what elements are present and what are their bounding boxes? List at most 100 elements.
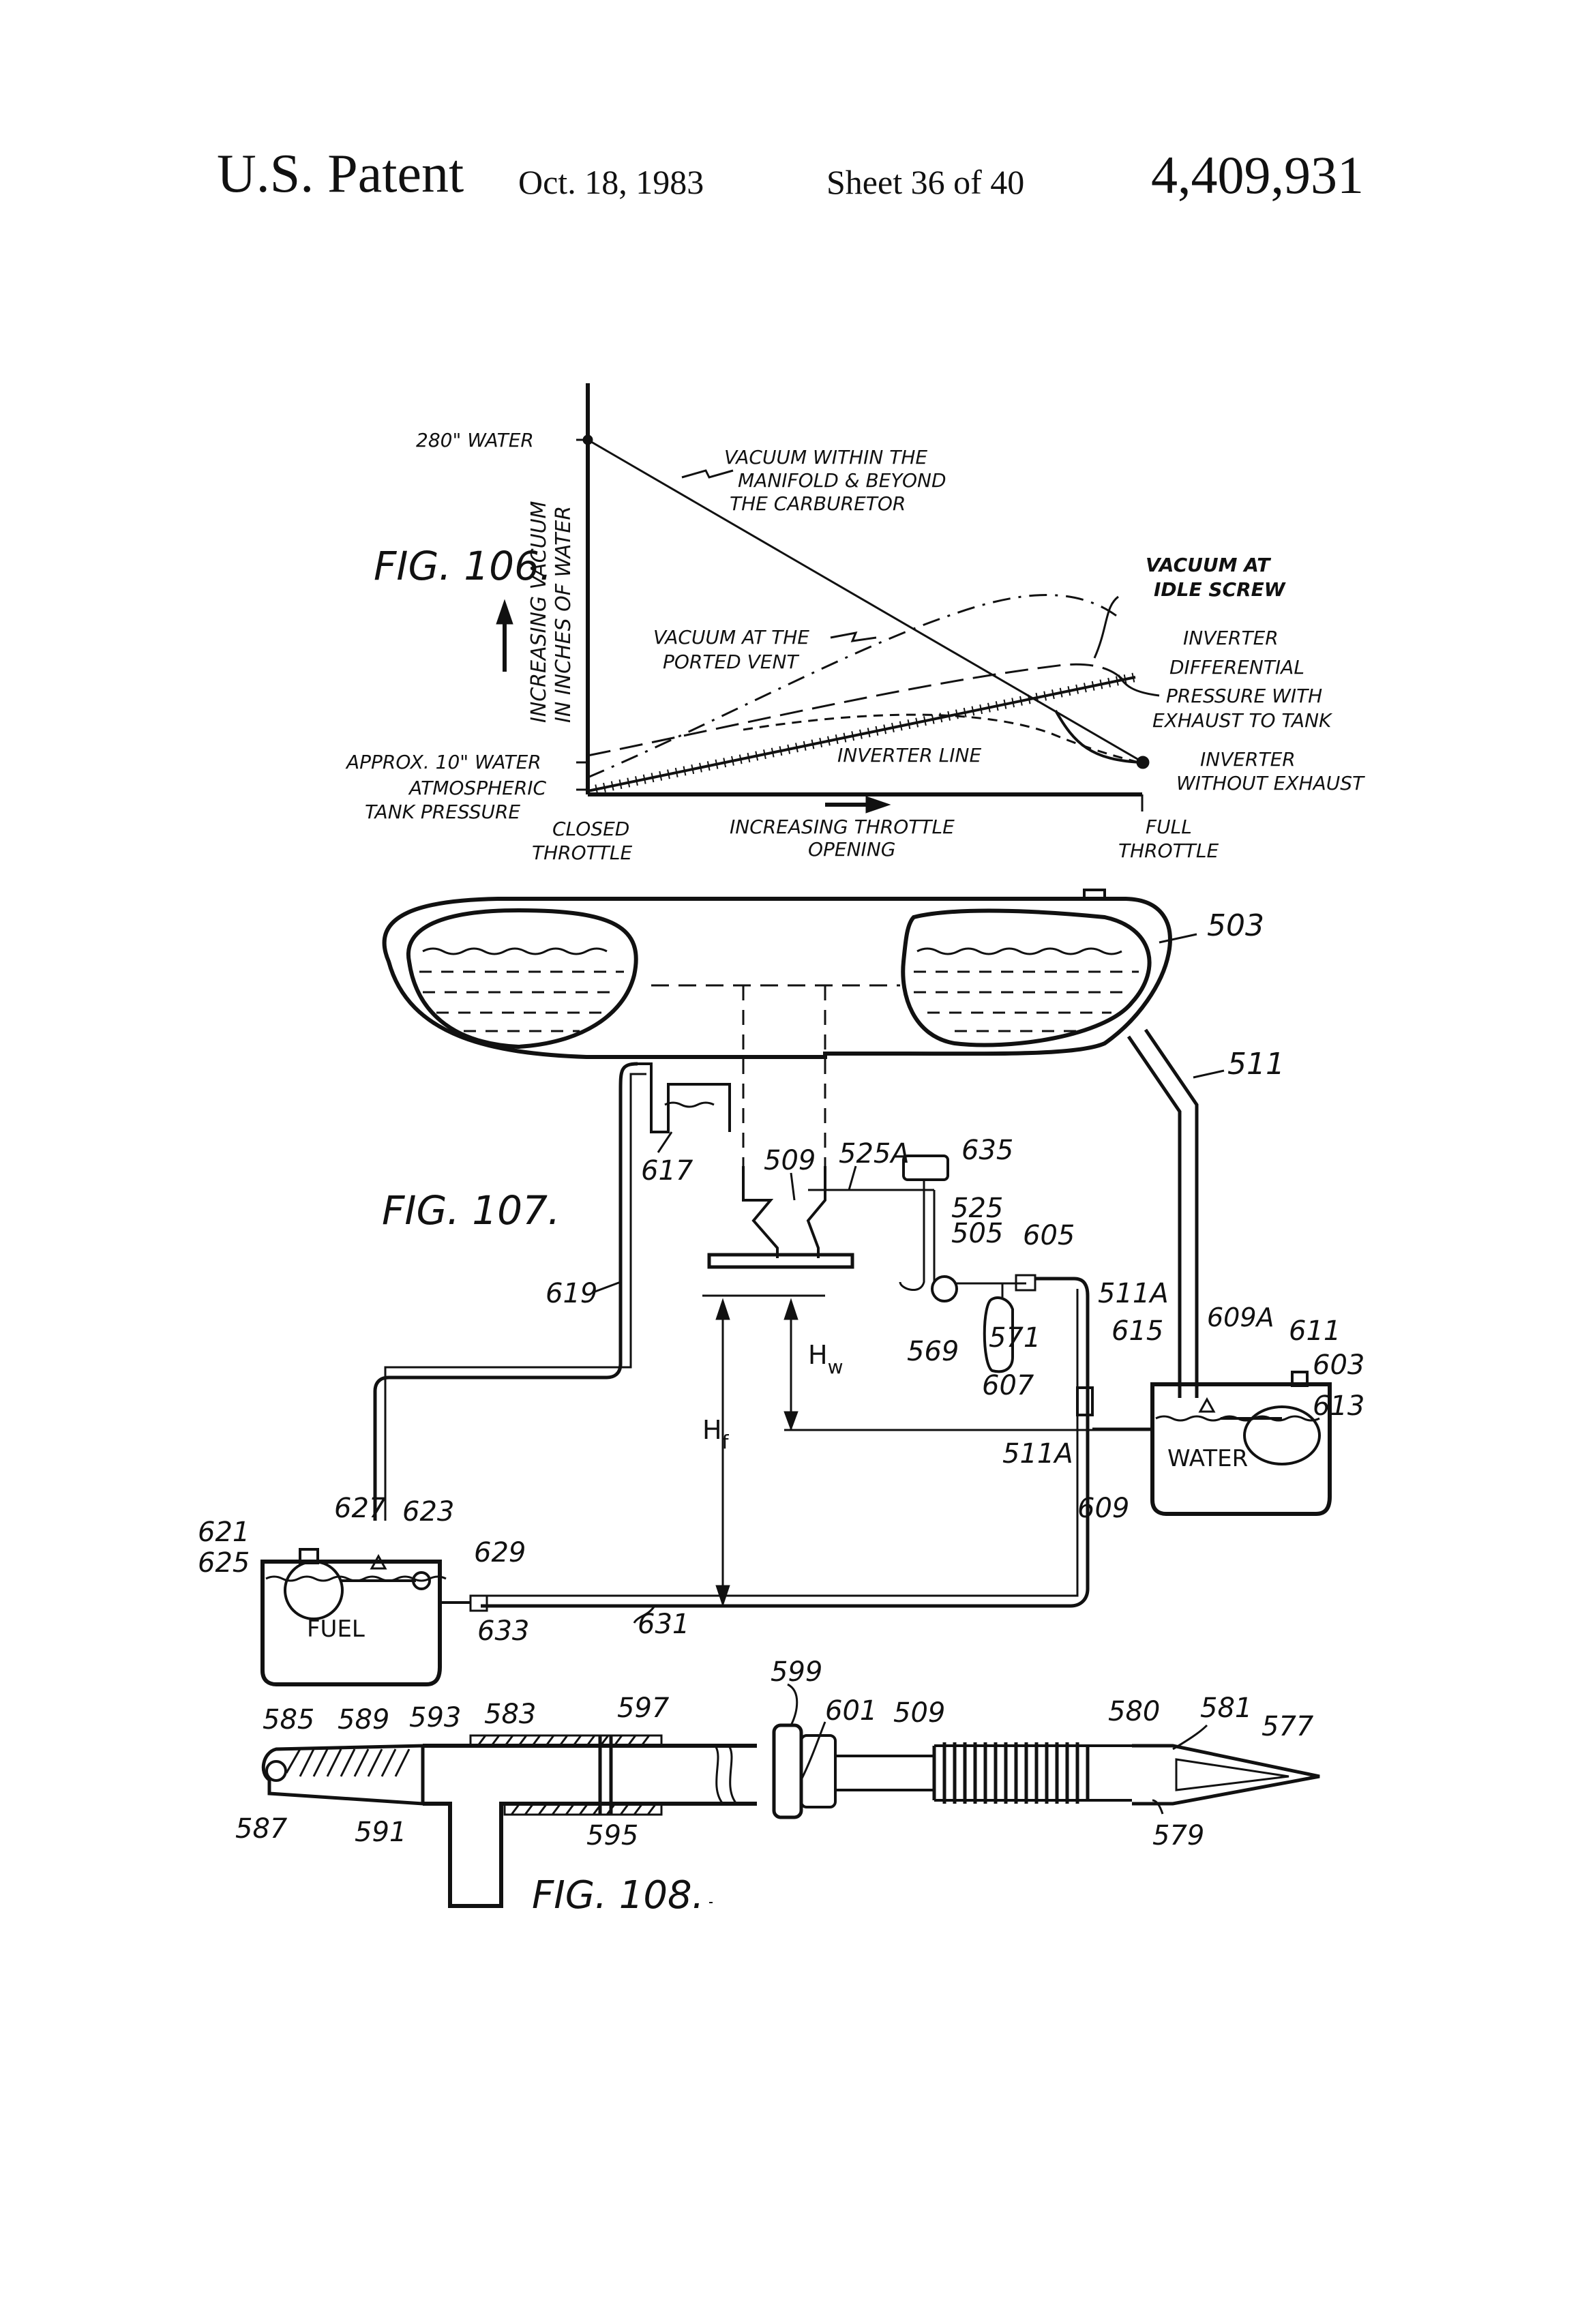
ref-593: 593 [409,1702,461,1733]
leader-idle [1094,597,1118,658]
ref-591: 591 [355,1817,406,1848]
coil-505 [932,1277,957,1301]
label-ported2: PORTED VENT [663,651,799,673]
label-idle1: VACUUM AT [1146,554,1271,576]
ref-597: 597 [617,1693,670,1724]
y-label-10: APPROX. 10" WATER [345,751,541,773]
fig107-label: FIG. 107. [382,1187,560,1234]
label-hf-sub: f [722,1431,730,1453]
line-525 [900,1190,924,1290]
label-noexh1: INVERTER [1200,748,1296,771]
ref-511a-top: 511A [1098,1278,1169,1309]
line-619 [375,1064,638,1521]
leader-ported [831,633,876,641]
label-hw: Hw [808,1340,843,1378]
ref-635: 635 [961,1135,1013,1166]
ref-571: 571 [989,1322,1041,1354]
ref-629: 629 [474,1537,526,1568]
fig108-label: FIG. 108. [532,1873,704,1918]
ref-579: 579 [1152,1820,1204,1851]
ref-511a-bot: 511A [1002,1438,1073,1470]
fitting-633 [471,1596,487,1611]
point-without-exhaust [1137,756,1149,769]
label-idle2: IDLE SCREW [1154,578,1286,601]
ref-509-108: 509 [893,1697,945,1729]
hw-arrow-bottom [784,1412,798,1430]
body-left [263,1746,423,1804]
ref-625: 625 [198,1547,250,1579]
label-manifold3: THE CARBURETOR [730,492,906,515]
ref-599: 599 [771,1656,822,1688]
fig106-label: FIG. 106. [374,543,552,589]
carburetor-base [709,1255,852,1267]
y-axis-label-line2: IN INCHES OF WATER [552,506,576,723]
leader-503 [1159,934,1197,942]
ref-587: 587 [235,1813,288,1845]
leader-manifold [682,471,733,477]
ref-505: 505 [951,1218,1003,1249]
ref-611: 611 [1289,1315,1341,1347]
hw-arrow-top [784,1299,798,1320]
ref-607: 607 [982,1370,1034,1401]
ref-583: 583 [484,1699,536,1730]
label-diff1: INVERTER [1183,627,1279,649]
threads [934,1742,1088,1804]
arrow-x-axis-head [866,796,890,813]
check-valve-607 [1077,1388,1092,1415]
pickup-617-liquid [665,1103,714,1107]
x-label-mid2: OPENING [808,838,895,861]
label-ported1: VACUUM AT THE [653,626,809,649]
y-label-atm2: TANK PRESSURE [365,801,520,823]
x-label-closed2: THROTTLE [532,841,632,864]
ball-587 [267,1761,286,1781]
ref-621: 621 [198,1517,250,1548]
fig107-apparatus [263,890,1330,1684]
tank-liquid-lines [419,949,1139,1031]
ref-525a: 525A [839,1138,910,1170]
ref-569: 569 [907,1336,959,1367]
leader-509 [791,1173,794,1200]
leader-581 [1173,1725,1207,1749]
ref-503: 503 [1207,908,1264,943]
y-axis-label-line1: INCREASING VACUUM [527,501,551,723]
ref-580: 580 [1108,1696,1160,1727]
label-inverter-line: INVERTER LINE [837,744,981,766]
fig107-labels: FIG. 107. WATER FUEL Hw Hf 503 511 525A … [198,908,1364,1647]
ref-623: 623 [402,1496,454,1528]
hf-arrow-top [716,1299,730,1320]
break-lines [716,1747,736,1804]
line-631-inner [481,1289,1077,1596]
clip-601 [774,1725,801,1817]
ref-585: 585 [263,1704,314,1735]
label-noexh2: WITHOUT EXHAUST [1176,772,1365,794]
point-280-water [583,435,593,445]
arrow-y-axis [496,600,513,624]
leader-525a [849,1166,856,1190]
pickup-617 [638,1064,730,1132]
label-manifold1: VACUUM WITHIN THE [724,446,927,468]
spring-hatch [286,1749,409,1776]
ref-615: 615 [1111,1315,1163,1347]
leader-599 [788,1684,797,1725]
label-fuel: FUEL [307,1615,365,1643]
leader-601 [801,1722,825,1780]
tank-503-right-lobe [903,911,1149,1045]
x-label-full1: FULL [1146,816,1192,838]
ref-609: 609 [1077,1493,1129,1524]
ref-619: 619 [546,1278,597,1309]
label-hw-sub: w [828,1356,844,1378]
ref-603: 603 [1313,1350,1364,1381]
ref-633: 633 [477,1615,529,1647]
ref-627: 627 [334,1493,387,1524]
ref-605: 605 [1023,1220,1075,1251]
y-label-280: 280" WATER [416,429,534,451]
y-label-atm1: ATMOSPHERIC [408,777,547,799]
venturi [743,1166,825,1258]
label-diff2: DIFFERENTIAL [1169,656,1304,679]
ref-577: 577 [1262,1711,1314,1742]
float-625 [285,1562,342,1619]
tank-503-outer [385,899,1170,1057]
valve-615 [1200,1399,1214,1412]
